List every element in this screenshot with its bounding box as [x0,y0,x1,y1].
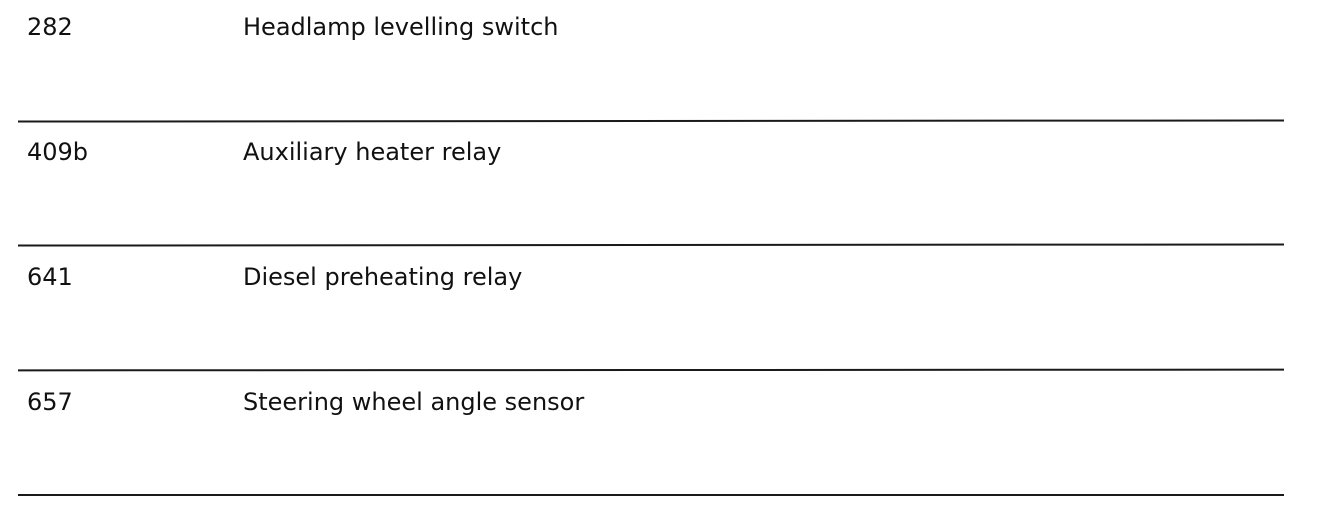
row-divider [18,494,1284,496]
component-code: 409b [27,138,89,166]
table-row: 641 Diesel preheating relay [0,250,1328,375]
table-row: 657 Steering wheel angle sensor [0,375,1328,500]
component-code: 282 [27,13,73,41]
row-divider [17,243,1285,247]
component-code: 641 [27,263,73,291]
component-description: Auxiliary heater relay [243,138,502,166]
row-divider [17,368,1285,372]
table-row: 282 Headlamp levelling switch [0,0,1328,125]
component-description: Steering wheel angle sensor [243,388,585,416]
component-code: 657 [27,388,73,416]
component-description: Headlamp levelling switch [243,13,559,41]
row-divider [17,119,1285,123]
component-description: Diesel preheating relay [243,263,523,291]
table-row: 409b Auxiliary heater relay [0,125,1328,250]
